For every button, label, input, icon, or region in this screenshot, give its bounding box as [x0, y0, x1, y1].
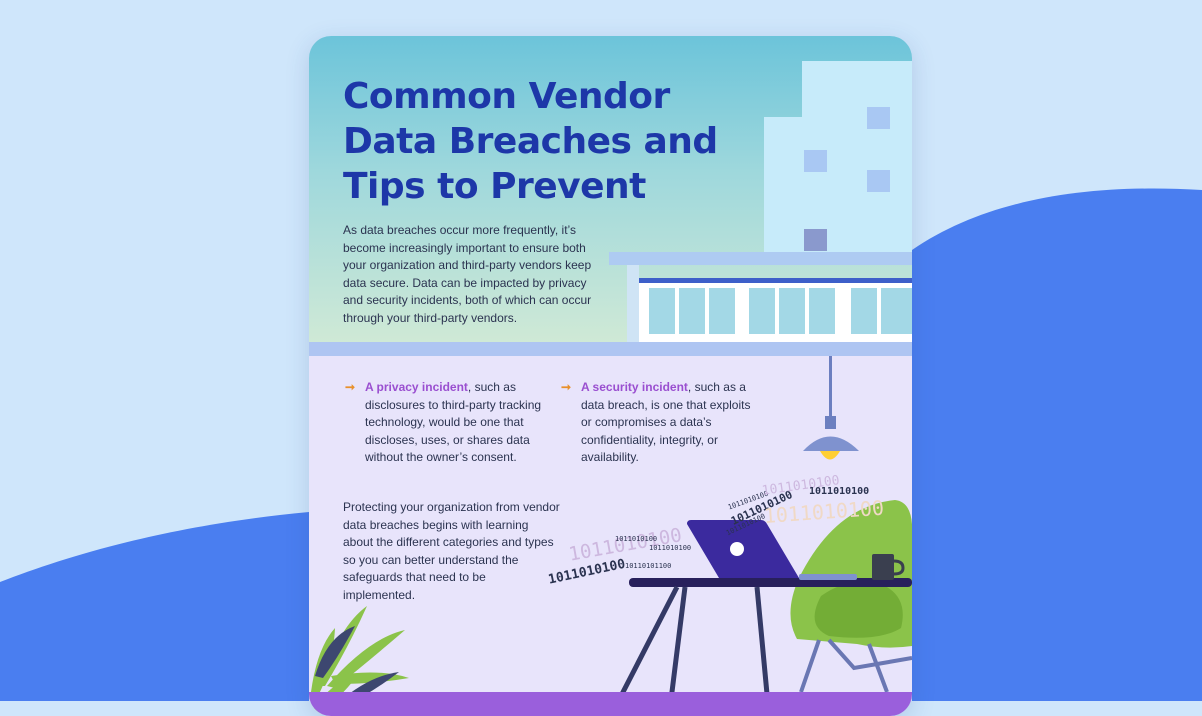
chair-illustration [790, 500, 912, 693]
intro-paragraph: As data breaches occur more frequently, … [343, 223, 592, 325]
building-illustration [764, 61, 912, 255]
laptop-illustration [687, 520, 857, 580]
privacy-incident-text: , such as disclosures to third-party tra… [365, 380, 542, 465]
desk-illustration [618, 578, 912, 716]
arrow-right-icon: ➞ [561, 380, 572, 394]
arrow-right-icon: ➞ [345, 380, 356, 394]
privacy-incident-keyword: A privacy incident [365, 380, 468, 394]
binary-text: 1011010100 [649, 544, 692, 552]
accent-bar [309, 692, 912, 716]
page-title: Common Vendor Data Breaches and Tips to … [343, 76, 718, 207]
security-incident-item: ➞ A security incident, such as a data br… [561, 379, 761, 467]
balcony-illustration [609, 252, 912, 342]
security-incident-text: , such as a data breach, is one that exp… [581, 380, 751, 465]
protect-paragraph: Protecting your organization from vendor… [343, 500, 560, 602]
background-wave [0, 188, 1202, 701]
binary-text: 10110101100 [625, 562, 672, 570]
binary-text: 1011010100 [615, 535, 658, 543]
security-incident-keyword: A security incident [581, 380, 688, 394]
mug-illustration [872, 554, 905, 580]
privacy-incident-item: ➞ A privacy incident, such as disclosure… [345, 379, 555, 467]
pendant-lamp-illustration [803, 356, 859, 460]
infographic-card: 1011010100 1011010100 1011010100 1011010… [309, 36, 912, 716]
binary-text: 1011010100 [809, 486, 870, 497]
